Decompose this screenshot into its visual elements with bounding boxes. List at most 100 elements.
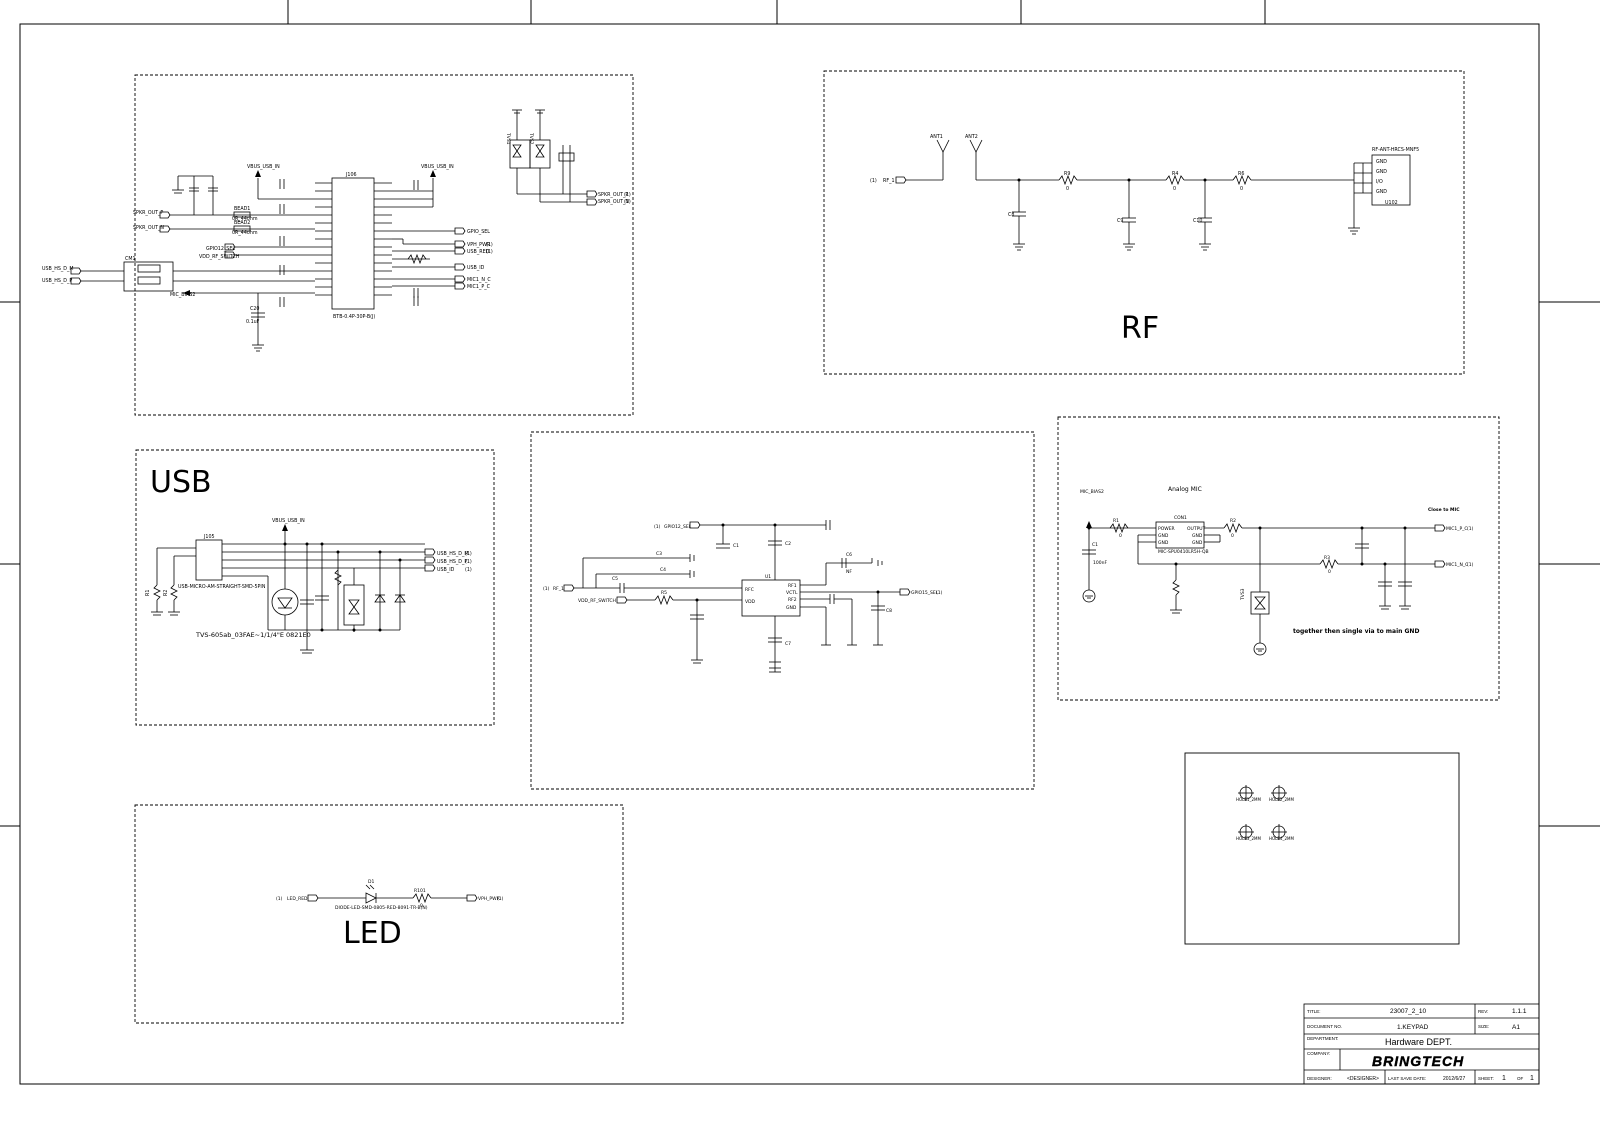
title-block: TITLE: REV: DOCUMENT NO. SIZE: DEPARTMEN… bbox=[1303, 1003, 1540, 1085]
mounting-holes bbox=[1238, 785, 1287, 840]
con1-pin-gnd2: GND bbox=[1158, 540, 1169, 546]
tb-dept-label: DEPARTMENT: bbox=[1307, 1036, 1338, 1041]
mic-r3-value: 0 bbox=[1328, 569, 1331, 575]
j106-vbus-left-net: VBUS_USB_IN bbox=[247, 164, 280, 170]
led-res-value: 0 bbox=[420, 903, 423, 909]
j106-spkr-p-net: SPKR_OUT_P bbox=[133, 210, 163, 216]
tb-date-label: LAST SAVE DATE: bbox=[1388, 1076, 1426, 1081]
tb-designer: <DESIGNER> bbox=[1347, 1076, 1379, 1082]
j106-mic1-n-net: MIC1_N_C bbox=[467, 277, 491, 283]
tvs1-ref: TVS1 bbox=[505, 132, 511, 145]
hole4-label: HOLE4_2MM bbox=[1269, 836, 1294, 841]
usb-id-net: USB_ID bbox=[437, 567, 455, 573]
mic-r1-value: 0 bbox=[1119, 533, 1122, 539]
tb-docno-label: DOCUMENT NO. bbox=[1307, 1024, 1342, 1029]
mic-r3-ref: R3 bbox=[1324, 555, 1330, 561]
tvs-pair bbox=[509, 109, 587, 203]
tb-company-label: COMPANY: bbox=[1307, 1051, 1330, 1056]
r4-value: 0 bbox=[1173, 186, 1176, 192]
mic-cap-ref: C1 bbox=[1092, 542, 1098, 548]
tb-of: 1 bbox=[1530, 1075, 1534, 1082]
j106-part: BTB-0.4P-30P-B(J) bbox=[333, 314, 375, 320]
gpio15-sheet-ref: (1) bbox=[936, 590, 943, 596]
j106-gpio12-net: GPIO12_SEL bbox=[206, 246, 235, 252]
ant1-ref: ANT1 bbox=[930, 134, 943, 140]
tb-designer-label: DESIGNER: bbox=[1307, 1076, 1332, 1081]
vdd-rf-switch-net: VDD_RF_SWITCH bbox=[578, 598, 616, 604]
usb-dp-sheet-ref: (1) bbox=[465, 559, 472, 565]
j105-part: USB-MICRO-AM-STRAIGHT-SMD-5PIN bbox=[178, 584, 266, 590]
led-red-sheet-ref: (1) bbox=[276, 896, 283, 902]
usb-tvs-note: TVS-605ab_03FAE~1/1/4"E 0821E0 bbox=[195, 631, 311, 639]
spkr-n-sheet-ref: (1) bbox=[624, 199, 631, 205]
r6-value: 0 bbox=[1240, 186, 1243, 192]
hole3-label: HOLE3_2MM bbox=[1236, 836, 1261, 841]
tb-sheet: 1 bbox=[1502, 1075, 1506, 1082]
tvs2-ref: TVS2 bbox=[528, 132, 534, 145]
led-ref: D1 bbox=[368, 879, 374, 885]
rf-switch-u1 bbox=[574, 520, 900, 673]
led-part: DIODE-LED-SMD-0805-RED-8091-TR-B(N) bbox=[335, 905, 428, 911]
r9-value: 0 bbox=[1066, 186, 1069, 192]
rf1-sheet-ref: (1) bbox=[870, 178, 877, 184]
rf-switch-r5: R5 bbox=[661, 590, 667, 596]
rf1-net: RF_1 bbox=[883, 178, 895, 184]
rf-switch-c7: C7 bbox=[785, 641, 791, 647]
analog-mic bbox=[1082, 521, 1435, 656]
tb-docno: 1.KEYPAD bbox=[1397, 1024, 1429, 1031]
rf-switch-c6: C6 bbox=[846, 552, 852, 558]
rf-switch-rf1-sheet-ref: (1) bbox=[543, 586, 550, 592]
gpio12-sheet-ref: (1) bbox=[654, 524, 661, 530]
mic-n-net: MIC1_N_C bbox=[1446, 562, 1468, 568]
led-red-net: LED_RED bbox=[287, 896, 308, 902]
hole2-label: HOLE2_2MM bbox=[1269, 797, 1294, 802]
mic-p-net: MIC1_P_C bbox=[1446, 526, 1468, 532]
mic-n-sheet-ref: (1) bbox=[1467, 562, 1474, 568]
bead1-value: 0R_44ohm bbox=[232, 216, 258, 222]
rf-switch-c4: C4 bbox=[660, 567, 666, 573]
tb-size: A1 bbox=[1512, 1024, 1520, 1031]
mic-tvs-ref: TVS3 bbox=[1240, 588, 1246, 601]
tb-sheet-label: SHEET: bbox=[1478, 1076, 1494, 1081]
mic-close-note: Close to MIC bbox=[1428, 507, 1460, 513]
rf-connector-part: U102 bbox=[1385, 200, 1398, 206]
rf-switch-section-box bbox=[530, 431, 1035, 790]
led-vph-sheet-ref: (1) bbox=[497, 896, 504, 902]
con1-ref: CON1 bbox=[1174, 515, 1187, 521]
rf-connector-pin3: I/O bbox=[1376, 179, 1383, 185]
j106-spkr-n-net: SPKR_OUT_N bbox=[133, 225, 164, 231]
rf-chain bbox=[905, 139, 1411, 251]
vph-pwr-sheet-ref: (1) bbox=[486, 242, 493, 248]
usb-red-sheet-ref: (1) bbox=[486, 249, 493, 255]
con1-pin-gnd1: GND bbox=[1158, 533, 1169, 539]
ant2-ref: ANT2 bbox=[965, 134, 978, 140]
j106-mic-bias-net: MIC_BIAS2 bbox=[170, 292, 195, 298]
rf-switch-c1: C1 bbox=[733, 543, 739, 549]
tb-size-label: SIZE: bbox=[1478, 1024, 1489, 1029]
j105-ref: J105 bbox=[203, 534, 215, 540]
con1-pin-output: OUTPUT bbox=[1187, 526, 1206, 532]
usb-section-title: USB bbox=[150, 465, 212, 500]
usb-id-sheet-ref: (1) bbox=[465, 567, 472, 573]
con1-pin-gnd4: GND bbox=[1192, 540, 1203, 546]
c20-value: 0.1uF bbox=[246, 319, 260, 325]
mic-bias-net: MIC_BIAS2 bbox=[1080, 489, 1104, 495]
led-section-title: LED bbox=[343, 916, 402, 951]
tb-company-logo: BRINGTECH bbox=[1372, 1053, 1464, 1069]
rf-connector-ref: RF-ANT-HRCS-MNF5 bbox=[1372, 147, 1419, 153]
c9-ref: C9 bbox=[1117, 218, 1123, 224]
mic-title: Analog MIC bbox=[1168, 486, 1202, 493]
rf-switch-c8: C8 bbox=[886, 608, 892, 614]
hole1-label: HOLE1_2MM bbox=[1236, 797, 1261, 802]
rf-section-title: RF bbox=[1121, 311, 1159, 346]
rf-switch-c3: C3 bbox=[656, 551, 662, 557]
mic-cap-value: 100nF bbox=[1093, 560, 1107, 566]
c8-ref: C8 bbox=[1008, 212, 1014, 218]
usb-micro-connector bbox=[151, 531, 425, 654]
u1-ref: U1 bbox=[765, 574, 771, 580]
usb-dm-sheet-ref: (1) bbox=[465, 551, 472, 557]
con1-pin-gnd3: GND bbox=[1192, 533, 1203, 539]
u1-pin-rf2: RF2 bbox=[788, 597, 797, 603]
tb-of-label: OF bbox=[1517, 1076, 1524, 1081]
usb-vbus-net: VBUS_USB_IN bbox=[272, 518, 305, 524]
